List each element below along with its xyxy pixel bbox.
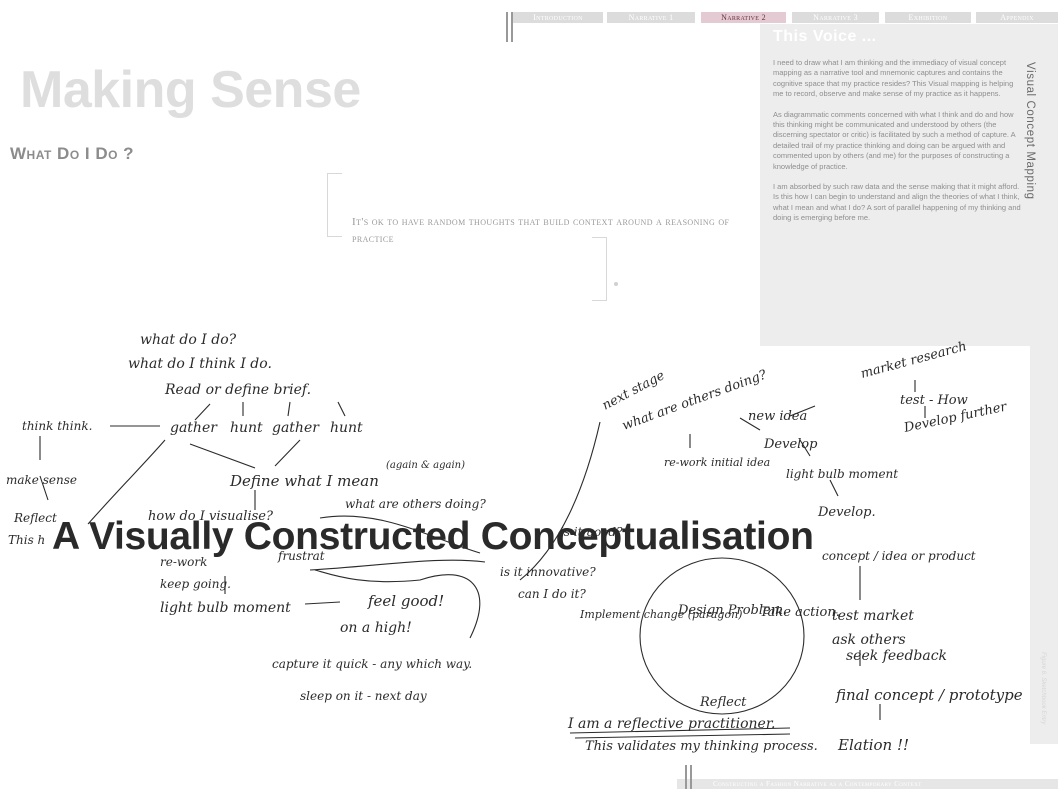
sketch-note: test market <box>832 608 914 624</box>
sketch-note: Read or define brief. <box>164 382 311 398</box>
sketch-note: test - How <box>900 393 968 408</box>
sketch-drawing: what do I do? what do I think I do. Read… <box>6 332 1030 758</box>
tab-narrative-3[interactable]: Narrative 3 <box>792 12 879 23</box>
nav-divider-mark <box>506 12 508 42</box>
footer-divider-mark <box>690 765 692 789</box>
sketch-note: ask others <box>832 632 906 648</box>
sketch-note: what do I do? <box>140 332 237 348</box>
arrow <box>829 479 839 497</box>
sketch-note: light bulb moment <box>160 600 291 616</box>
sketch-note: think think. <box>22 419 92 433</box>
underline <box>574 733 791 739</box>
underline <box>569 727 791 734</box>
sketch-note: This validates my thinking process. <box>585 739 818 754</box>
arrow <box>337 401 346 417</box>
arrow <box>287 401 291 417</box>
overlay-title: A Visually Constructed Conceptualisation <box>52 515 814 558</box>
sketch-note: what are others doing? <box>345 497 486 511</box>
arrow <box>739 417 761 431</box>
panel-body: I need to draw what I am thinking and th… <box>773 58 1023 234</box>
sketch-note: what do I think I do. <box>128 356 272 372</box>
visual-concept-mapping-label: Visual Concept Mapping <box>1024 62 1036 200</box>
sketch-note: make sense <box>6 473 77 487</box>
panel-heading: This Voice ... <box>773 28 877 45</box>
arrow <box>39 475 49 501</box>
sketch-note: I am a reflective practitioner. <box>567 716 775 732</box>
sketch-note: (again & again) <box>386 460 465 471</box>
sketch-note: sleep on it - next day <box>300 689 427 703</box>
sketch-note: concept / idea or product <box>822 549 976 563</box>
sketch-note: keep going. <box>160 577 231 591</box>
footer-text: Constructing a Fashion Narrative as a Co… <box>713 780 922 788</box>
footer-bar <box>677 779 1058 789</box>
tab-narrative-1[interactable]: Narrative 1 <box>607 12 695 23</box>
panel-paragraph: As diagrammatic comments concerned with … <box>773 109 1016 171</box>
arrow <box>319 515 481 554</box>
sketch-note: is it good? <box>560 525 623 539</box>
sketch-note: Define what I mean <box>229 472 379 490</box>
nav-divider-mark <box>511 12 513 42</box>
sketch-note: gather <box>170 420 218 436</box>
sketch-note: is it innovative? <box>500 565 596 579</box>
sketch-note: light bulb moment <box>786 467 898 481</box>
sketch-note: feel good! <box>367 592 444 610</box>
top-navigation: Introduction Narrative 1 Narrative 2 Nar… <box>493 12 1058 42</box>
sketch-note: how do I visualise? <box>148 509 274 524</box>
arrow <box>87 439 166 525</box>
tab-exhibition[interactable]: Exhibition <box>885 12 971 23</box>
sketch-note: Elation !! <box>837 736 909 754</box>
sketch-note: frustrat <box>277 549 325 563</box>
arrow <box>799 439 811 457</box>
sketch-note: gather <box>272 420 320 436</box>
sketch-note: can I do it? <box>518 587 586 601</box>
arrow <box>789 405 816 417</box>
sketch-note: re-work initial idea <box>664 456 770 469</box>
sketch-note: on a high! <box>340 620 412 636</box>
arrow <box>189 443 256 469</box>
sketch-note: Design Problem. <box>677 603 787 618</box>
tab-narrative-2[interactable]: Narrative 2 <box>701 12 786 23</box>
arrow <box>519 421 601 581</box>
tab-appendix[interactable]: Appendix <box>976 12 1058 23</box>
sketch-note: re-work <box>160 555 207 569</box>
section-heading: What Do I Do ? <box>10 144 135 163</box>
arrow <box>314 569 481 639</box>
sketch-note: Develop <box>763 437 818 452</box>
page-title: Making Sense <box>20 61 361 119</box>
quote-close-bracket <box>592 237 607 301</box>
sketch-note: new idea <box>748 409 807 424</box>
sketch-note: hunt <box>230 420 263 436</box>
quote-dot <box>614 282 618 286</box>
sketch-note: Implement change (paragon) <box>579 608 742 621</box>
sketchbook-concept-map: what do I do? what do I think I do. Read… <box>0 318 1030 758</box>
footer-divider-mark <box>685 765 687 789</box>
sketch-note: hunt <box>330 420 363 436</box>
sketch-note: Develop. <box>817 505 876 520</box>
sketch-note: final concept / prototype <box>835 686 1023 704</box>
pull-quote: It's ok to have random thoughts that bui… <box>352 216 730 245</box>
sketch-paper <box>570 346 1030 758</box>
quote-open-bracket <box>327 173 342 237</box>
sketch-note: This h <box>8 533 45 547</box>
design-cycle-loop <box>639 557 805 715</box>
tab-introduction[interactable]: Introduction <box>513 12 603 23</box>
figure-caption: Figure 6. Sketchbook Entry <box>1040 652 1046 725</box>
panel-paragraph: I need to draw what I am thinking and th… <box>773 58 1014 99</box>
sketch-note: seek feedback <box>846 648 947 664</box>
sketch-note: capture it quick - any which way. <box>272 657 472 671</box>
arrow <box>309 559 486 571</box>
arrow <box>274 439 301 467</box>
sketch-note: Reflect <box>13 511 57 525</box>
panel-paragraph: I am absorbed by such raw data and the s… <box>773 182 1021 223</box>
arrow <box>304 601 341 605</box>
sketch-note: Take action. <box>760 605 840 620</box>
arrow <box>194 403 211 421</box>
sketch-note: Reflect <box>699 695 747 710</box>
